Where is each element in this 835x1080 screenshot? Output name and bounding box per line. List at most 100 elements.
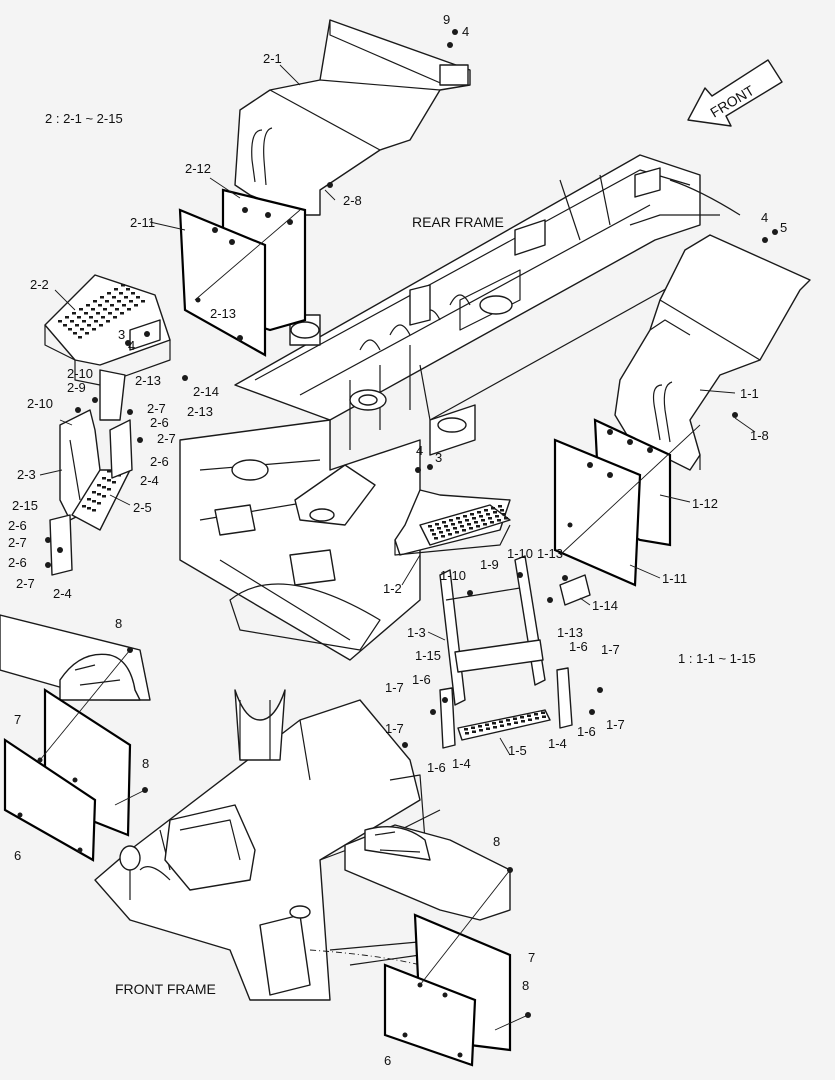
callout-label: 2-13 xyxy=(210,306,236,321)
tread-hole xyxy=(105,300,109,303)
group1-range-label: 1 : 1-1 ~ 1-15 xyxy=(678,651,756,666)
bolt xyxy=(452,29,458,35)
tread-hole xyxy=(460,525,464,528)
bolt xyxy=(142,787,148,793)
tread-hole xyxy=(129,300,133,303)
tread-hole xyxy=(463,515,467,518)
tread-hole xyxy=(469,527,473,530)
callout-label: 4 xyxy=(462,24,469,39)
tread-hole xyxy=(107,470,111,473)
callout-label: 2-14 xyxy=(193,384,219,399)
tread-hole xyxy=(107,479,111,482)
tread-hole xyxy=(488,517,492,520)
callout-label: 1-2 xyxy=(383,581,402,596)
tread-hole xyxy=(506,719,510,722)
callout-label: 6 xyxy=(384,1053,391,1068)
tread-hole xyxy=(486,513,490,516)
tread-hole xyxy=(446,529,450,532)
tread-hole xyxy=(528,718,532,721)
tread-hole xyxy=(78,336,82,339)
tread-hole xyxy=(75,324,79,327)
bolt xyxy=(415,467,421,473)
callout-label: 4 xyxy=(128,338,135,353)
tread-hole xyxy=(491,507,495,510)
callout-label: 3 xyxy=(435,450,442,465)
tread-hole xyxy=(87,324,91,327)
tread-hole xyxy=(484,509,488,512)
bolt xyxy=(75,407,81,413)
bracket-2-4 xyxy=(49,419,133,576)
tread-hole xyxy=(115,308,119,311)
tread-hole xyxy=(492,722,496,725)
front-fender-left xyxy=(0,614,151,862)
bolt xyxy=(732,412,738,418)
bolt xyxy=(92,397,98,403)
tread-hole xyxy=(103,308,107,311)
tread-hole xyxy=(490,521,494,524)
step-2-2 xyxy=(44,274,171,386)
callout-label: 2-7 xyxy=(16,576,35,591)
bolt xyxy=(597,687,603,693)
tread-hole xyxy=(535,717,539,720)
tread-hole xyxy=(89,316,93,319)
callout-label: 4 xyxy=(416,443,423,458)
tread-hole xyxy=(513,717,517,720)
bolt xyxy=(327,182,333,188)
tread-hole xyxy=(96,312,100,315)
tread-hole xyxy=(106,320,110,323)
bolt xyxy=(127,647,133,653)
callouts: 9 4 2-1 2-12 2-8 2-11 2-2 2-13 3 4 2-10 … xyxy=(8,12,787,1068)
tread-hole xyxy=(507,723,511,726)
bolt xyxy=(45,537,51,543)
tread-hole xyxy=(448,533,452,536)
tread-hole xyxy=(481,519,485,522)
tread-hole xyxy=(472,730,476,733)
step-2-5 xyxy=(71,469,131,531)
tread-hole xyxy=(500,509,504,512)
tread-hole xyxy=(92,328,96,331)
callout-label: 1-6 xyxy=(577,724,596,739)
callout-label: 1-7 xyxy=(385,721,404,736)
tread-hole xyxy=(495,515,499,518)
tread-hole xyxy=(478,725,482,728)
bolt xyxy=(237,335,243,341)
tread-hole xyxy=(97,502,101,505)
tread-hole xyxy=(453,527,457,530)
bolt xyxy=(467,590,473,596)
callout-label: 1-13 xyxy=(557,625,583,640)
callout-label: 1-7 xyxy=(601,642,620,657)
tread-hole xyxy=(110,304,114,307)
tread-hole xyxy=(101,316,105,319)
fender-2-1 xyxy=(234,19,471,216)
tread-hole xyxy=(136,296,140,299)
tread-hole xyxy=(479,515,483,518)
tread-hole xyxy=(476,525,480,528)
tread-hole xyxy=(82,505,86,508)
tread-hole xyxy=(474,521,478,524)
tread-hole xyxy=(114,288,118,291)
tread-hole xyxy=(499,720,503,723)
callout-label: 2-6 xyxy=(8,518,27,533)
tread-hole xyxy=(68,328,72,331)
tread-hole xyxy=(432,533,436,536)
bolt xyxy=(57,547,63,553)
tread-hole xyxy=(122,304,126,307)
callout-label: 2-7 xyxy=(157,431,176,446)
callout-label: 5 xyxy=(780,220,787,235)
tread-hole xyxy=(449,519,453,522)
callout-label: 2-7 xyxy=(8,535,27,550)
bolt xyxy=(589,709,595,715)
tread-hole xyxy=(117,300,121,303)
tread-hole xyxy=(479,729,483,732)
step-1-5 xyxy=(457,709,551,741)
callout-label: 2-10 xyxy=(27,396,53,411)
tread-hole xyxy=(521,720,525,723)
tread-hole xyxy=(500,724,504,727)
bolt xyxy=(525,1012,531,1018)
tread-hole xyxy=(428,525,432,528)
tread-hole xyxy=(477,511,481,514)
tread-hole xyxy=(98,304,102,307)
callout-label: 2-6 xyxy=(150,454,169,469)
callout-label: 1-6 xyxy=(569,639,588,654)
